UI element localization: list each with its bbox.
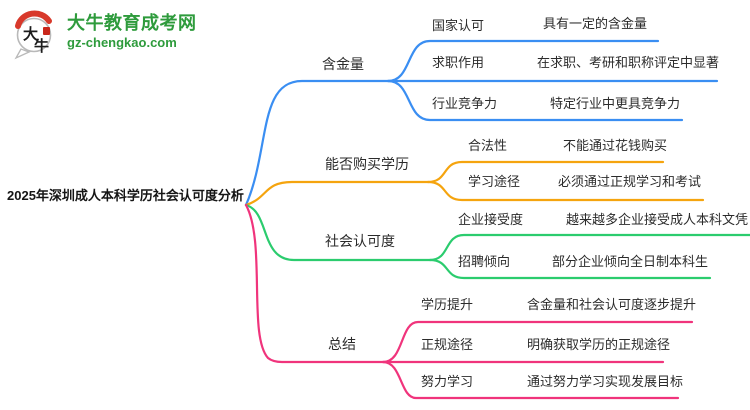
- branch-line: [244, 203, 385, 364]
- leaf-node: 必须通过正规学习和考试: [558, 174, 702, 189]
- site-domain: gz-chengkao.com: [67, 35, 177, 50]
- branch-line: [426, 180, 705, 202]
- root-node: 2025年深圳成人本科学历社会认可度分析: [7, 188, 244, 203]
- sub-branch-node: 招聘倾向: [458, 254, 511, 269]
- branch-line: [244, 79, 390, 207]
- leaf-node: 具有一定的含金量: [543, 16, 648, 31]
- branch-node: 总结: [328, 336, 356, 352]
- svg-text:牛: 牛: [34, 37, 49, 55]
- leaf-node: 在求职、考研和职称评定中显著: [537, 55, 720, 70]
- svg-text:大: 大: [23, 25, 38, 43]
- branch-node: 含金量: [322, 56, 364, 72]
- site-logo: 大 牛 大牛教育成考网 gz-chengkao.com: [12, 8, 197, 60]
- sub-branch-node: 行业竞争力: [432, 96, 498, 111]
- sub-branch-node: 求职作用: [432, 55, 485, 70]
- branch-line: [426, 160, 665, 184]
- sub-branch-node: 学历提升: [421, 297, 474, 312]
- leaf-node: 明确获取学历的正规途径: [527, 337, 671, 352]
- sub-branch-node: 企业接受度: [458, 212, 524, 227]
- branch-line: [381, 320, 694, 364]
- leaf-node: 通过努力学习实现发展目标: [527, 374, 684, 389]
- daniu-cow-logo-icon: 大 牛: [14, 10, 52, 60]
- branch-line: [386, 79, 684, 122]
- branch-line: [428, 258, 712, 280]
- leaf-node: 特定行业中更具竞争力: [550, 96, 681, 111]
- branch-line: [381, 360, 680, 400]
- branch-node: 能否购买学历: [325, 156, 409, 172]
- leaf-node: 含金量和社会认可度逐步提升: [527, 297, 697, 312]
- sub-branch-node: 正规途径: [421, 337, 474, 352]
- leaf-node: 不能通过花钱购买: [563, 138, 668, 153]
- sub-branch-node: 国家认可: [432, 18, 485, 33]
- sub-branch-node: 学习途径: [468, 174, 521, 189]
- leaf-node: 越来越多企业接受成人本科文凭: [566, 212, 749, 227]
- sub-branch-node: 合法性: [468, 138, 508, 153]
- branch-line: [386, 39, 660, 83]
- branch-line: [244, 203, 432, 262]
- sub-branch-node: 努力学习: [421, 374, 474, 389]
- branch-line: [428, 233, 750, 262]
- branch-node: 社会认可度: [325, 233, 395, 249]
- leaf-node: 部分企业倾向全日制本科生: [552, 254, 709, 269]
- site-name: 大牛教育成考网: [67, 13, 197, 33]
- branch-line: [244, 180, 430, 207]
